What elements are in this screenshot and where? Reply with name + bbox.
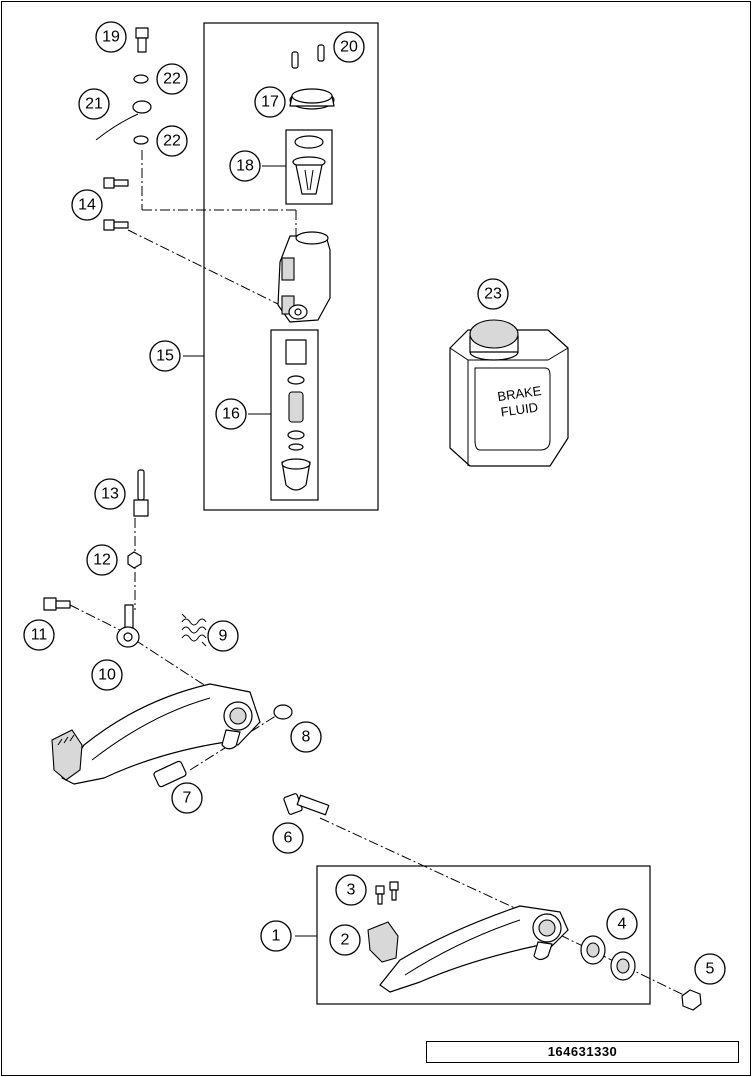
svg-text:18: 18	[236, 158, 254, 175]
leader-lines	[69, 150, 691, 999]
callout-11: 11	[23, 619, 55, 651]
svg-text:3: 3	[347, 882, 356, 899]
clevis-pin	[43, 597, 71, 611]
callout-13: 13	[94, 478, 126, 510]
callout-16: 16	[215, 398, 247, 430]
fluid-can-label-line2: FLUID	[500, 400, 539, 420]
brake-line	[89, 100, 152, 141]
svg-text:6: 6	[284, 830, 293, 847]
callout-17: 17	[254, 86, 286, 118]
callout-9: 9	[207, 620, 239, 652]
callout-14: 14	[71, 189, 103, 221]
callout-2: 2	[329, 924, 361, 956]
brake-pedal-kit-box	[316, 865, 651, 1005]
svg-text:13: 13	[101, 486, 119, 503]
sealing-washer-upper	[133, 74, 149, 84]
callout-15: 15	[149, 340, 181, 372]
callout-18: 18	[229, 150, 261, 182]
callout-10: 10	[91, 659, 123, 691]
svg-text:15: 15	[156, 348, 174, 365]
reservoir-cap-screws	[291, 44, 325, 69]
fluid-can-label-line1: BRAKE	[497, 383, 543, 404]
kit-brake-pedal	[379, 905, 569, 993]
mounting-screws	[103, 177, 129, 231]
callout-7: 7	[171, 782, 203, 814]
reservoir-insert-box	[285, 129, 333, 205]
callout-23: 23	[477, 278, 509, 310]
callout-22-upper: 22	[156, 63, 188, 95]
svg-text:5: 5	[706, 961, 715, 978]
brake-master-cylinder	[277, 231, 331, 323]
reservoir-cap	[289, 88, 335, 110]
svg-text:8: 8	[302, 729, 311, 746]
svg-text:17: 17	[261, 94, 279, 111]
lock-nut	[127, 551, 142, 569]
nut	[681, 989, 702, 1011]
svg-text:16: 16	[222, 406, 240, 423]
clevis	[116, 604, 140, 648]
callout-1: 1	[260, 920, 292, 952]
return-spring	[181, 613, 207, 647]
callout-12: 12	[86, 544, 118, 576]
brake-fluid-can: BRAKE FLUID	[449, 319, 569, 467]
brake-pedal	[51, 683, 261, 785]
banjo-bolt	[135, 27, 149, 53]
callout-6: 6	[272, 822, 304, 854]
callout-22-lower: 22	[156, 125, 188, 157]
pedal-bushing	[273, 704, 293, 720]
pivot-bolt	[283, 793, 330, 816]
sealing-washer-lower	[133, 135, 149, 145]
svg-text:19: 19	[102, 29, 120, 46]
svg-text:2: 2	[341, 932, 350, 949]
svg-text:12: 12	[93, 552, 111, 569]
svg-text:10: 10	[98, 667, 116, 684]
callout-19: 19	[95, 21, 127, 53]
svg-text:4: 4	[618, 916, 627, 933]
callout-20: 20	[333, 31, 365, 63]
master-cylinder-group-box	[203, 22, 379, 511]
callout-4: 4	[606, 908, 638, 940]
callout-8: 8	[290, 721, 322, 753]
svg-text:1: 1	[272, 928, 281, 945]
svg-text:21: 21	[85, 96, 103, 113]
svg-text:23: 23	[484, 286, 502, 303]
svg-text:9: 9	[219, 628, 228, 645]
svg-text:22: 22	[163, 133, 181, 150]
bearings	[580, 935, 636, 981]
kit-footrest-plate	[367, 921, 399, 963]
kit-screws	[375, 881, 399, 905]
repair-kit-box	[270, 329, 319, 501]
piston-repair-kit-parts	[281, 339, 311, 491]
svg-text:20: 20	[340, 39, 358, 56]
svg-text:22: 22	[163, 71, 181, 88]
callout-3: 3	[335, 874, 367, 906]
callout-5: 5	[694, 953, 726, 985]
push-rod	[133, 469, 149, 517]
svg-text:7: 7	[183, 790, 192, 807]
svg-text:11: 11	[31, 627, 48, 644]
pivot-pin	[153, 760, 187, 788]
callout-21: 21	[78, 88, 110, 120]
reservoir-bellows-insert	[292, 135, 326, 195]
drawing-number: 164631330	[426, 1041, 739, 1063]
svg-text:14: 14	[78, 197, 96, 214]
